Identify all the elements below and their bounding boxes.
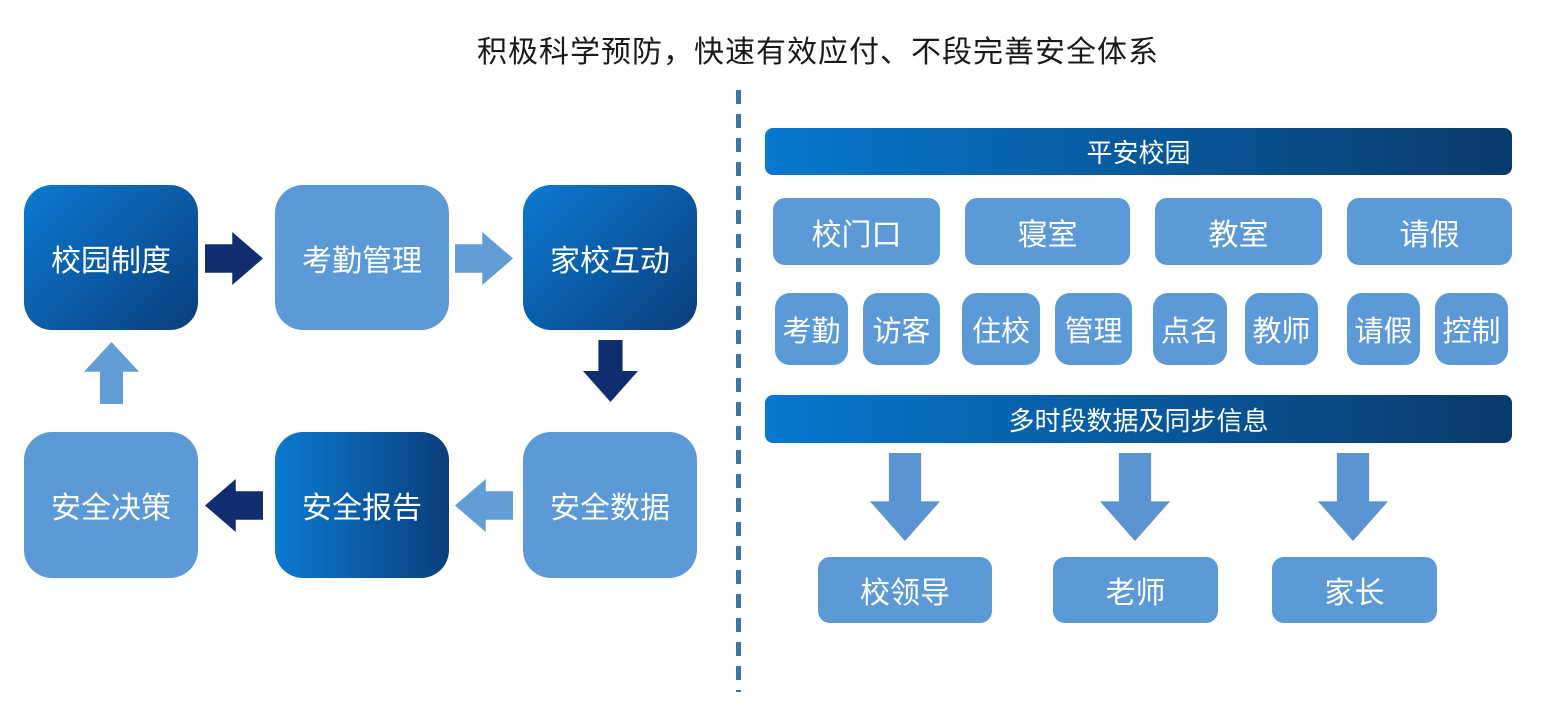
panel-box-leave-2: 请假 [1347, 293, 1420, 365]
panel-box-teacher: 教师 [1245, 293, 1318, 365]
arrow-left-dark-icon [205, 479, 263, 532]
panel-box-school-leaders: 校领导 [818, 557, 992, 623]
flow-box-campus-system: 校园制度 [24, 185, 198, 330]
arrow-down-to-teachers-icon [1100, 453, 1170, 541]
vertical-dashed-divider [736, 90, 741, 692]
flow-box-home-school: 家校互动 [523, 185, 697, 330]
arrow-down-dark-icon [583, 340, 638, 402]
panel-box-parents: 家长 [1272, 557, 1437, 623]
flow-box-attendance-mgmt: 考勤管理 [275, 185, 449, 330]
panel-box-school-gate: 校门口 [773, 198, 940, 265]
panel-box-management: 管理 [1055, 293, 1132, 365]
panel-box-visitor: 访客 [863, 293, 940, 365]
panel-box-teachers: 老师 [1053, 557, 1218, 623]
panel-box-roll-call: 点名 [1153, 293, 1227, 365]
slide-title: 积极科学预防，快速有效应付、不段完善安全体系 [477, 36, 1159, 69]
flow-box-safety-data: 安全数据 [523, 432, 697, 578]
arrow-down-to-parents-icon [1318, 453, 1388, 541]
panel-box-boarding: 住校 [962, 293, 1040, 365]
arrow-up-light-icon [84, 342, 139, 404]
panel-box-control: 控制 [1435, 293, 1508, 365]
flow-box-safety-report: 安全报告 [275, 432, 449, 578]
arrow-right-dark-icon [205, 232, 263, 285]
flow-box-safety-decision: 安全决策 [24, 432, 198, 578]
panel-box-dormitory: 寝室 [965, 198, 1130, 265]
header-safe-campus: 平安校园 [765, 128, 1512, 175]
arrow-left-light-icon [455, 479, 513, 532]
arrow-right-light-icon [455, 232, 513, 285]
arrow-down-to-leaders-icon [870, 453, 940, 541]
panel-box-leave: 请假 [1347, 198, 1512, 265]
panel-box-attendance: 考勤 [775, 293, 848, 365]
header-multi-period-data: 多时段数据及同步信息 [765, 395, 1512, 443]
panel-box-classroom: 教室 [1155, 198, 1322, 265]
